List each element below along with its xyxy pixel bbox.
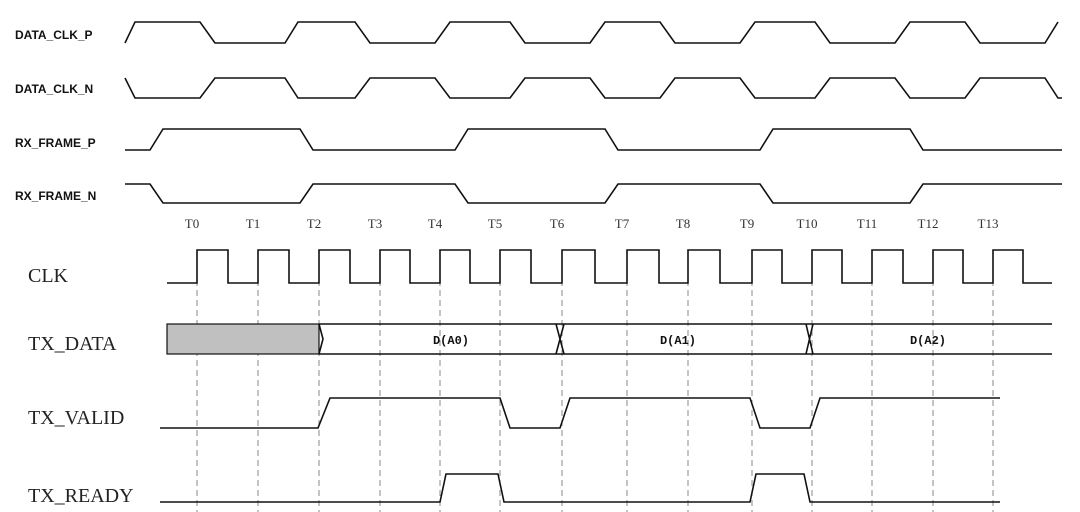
waveform-data-clk-n xyxy=(124,77,1062,99)
time-marker-t9: T9 xyxy=(740,216,754,231)
time-marker-t6: T6 xyxy=(550,216,565,231)
waveform-rx-frame-p xyxy=(125,128,1062,151)
time-marker-t0: T0 xyxy=(185,216,199,231)
waveform-data-clk-p xyxy=(124,21,1059,44)
time-marker-t8: T8 xyxy=(676,216,690,231)
waveform-rx-frame-n xyxy=(125,183,1062,204)
tx-data-segment-a1: D(A1) xyxy=(660,334,696,348)
time-markers: T0 T1 T2 T3 T4 T5 T6 T7 T8 T9 T10 T11 T12 T13 xyxy=(185,216,999,231)
time-marker-t4: T4 xyxy=(428,216,443,231)
signal-label-tx-data: TX_DATA xyxy=(28,333,117,355)
time-marker-t10: T10 xyxy=(797,216,818,231)
time-marker-t12: T12 xyxy=(918,216,939,231)
signal-label-tx-ready: TX_READY xyxy=(28,485,134,507)
waveform-tx-valid xyxy=(160,397,1000,429)
time-marker-t2: T2 xyxy=(307,216,321,231)
time-marker-t13: T13 xyxy=(978,216,999,231)
guide-lines xyxy=(196,250,994,512)
time-marker-t3: T3 xyxy=(368,216,382,231)
signal-label-rx-frame-p: RX_FRAME_P xyxy=(15,136,96,150)
time-marker-t5: T5 xyxy=(488,216,502,231)
signal-label-data-clk-n: DATA_CLK_N xyxy=(15,82,93,96)
signal-label-data-clk-p: DATA_CLK_P xyxy=(15,28,93,42)
signal-label-tx-valid: TX_VALID xyxy=(28,407,124,429)
tx-data-segment-a2: D(A2) xyxy=(910,334,946,348)
signal-label-rx-frame-n: RX_FRAME_N xyxy=(15,189,96,203)
tx-data-segment-a0: D(A0) xyxy=(433,334,469,348)
time-marker-t11: T11 xyxy=(857,216,877,231)
tx-data-invalid-region xyxy=(166,323,320,355)
signal-label-clk: CLK xyxy=(28,265,69,287)
time-marker-t7: T7 xyxy=(615,216,630,231)
tx-data-bus: D(A0) D(A1) D(A2) xyxy=(166,323,1052,355)
waveform-tx-ready xyxy=(160,473,1000,503)
tx-data-bus-outline xyxy=(318,323,1052,355)
time-marker-t1: T1 xyxy=(246,216,260,231)
waveform-clk xyxy=(167,249,1052,284)
